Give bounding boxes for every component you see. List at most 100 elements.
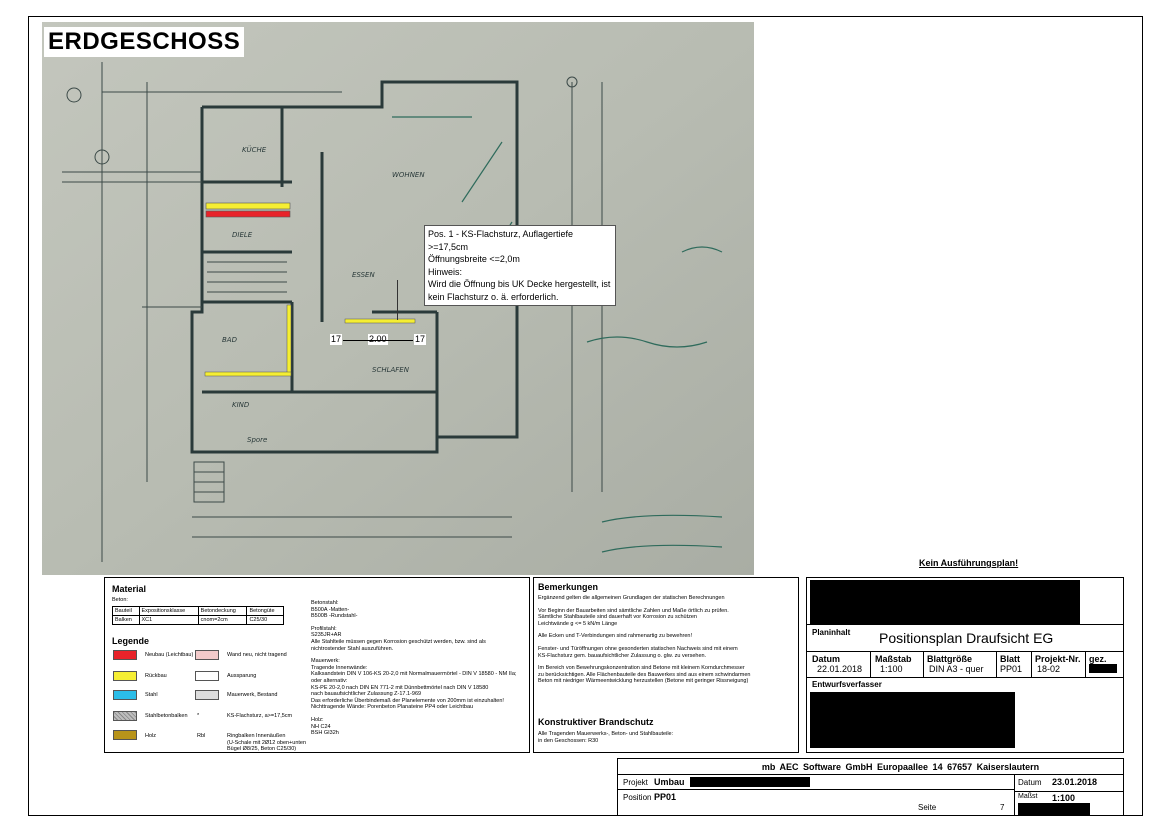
- dim-right: 17: [414, 334, 427, 345]
- svg-text:SCHLAFEN: SCHLAFEN: [372, 366, 410, 374]
- divider: [996, 651, 997, 677]
- rueckbau-bar-bath: [204, 371, 292, 377]
- brandschutz-line: Alle Tragenden Mauerwerks-, Beton- und S…: [538, 731, 674, 737]
- massstab-label: Maßstab: [875, 654, 912, 664]
- masst-label: Maßst: [1018, 793, 1038, 800]
- brandschutz-line: in den Geschossen: R30: [538, 737, 599, 744]
- legend-label: Stahlbetonbalken: [145, 713, 188, 719]
- legend-label: Aussparung: [227, 673, 257, 679]
- material-line: NH C24: [311, 723, 331, 730]
- divider: [807, 677, 1123, 678]
- material-line: Nichttragende Wände: Porenbeton Planatei…: [311, 704, 474, 711]
- material-line: B500A -Matten-: [311, 606, 350, 613]
- divider: [1014, 774, 1015, 816]
- lintel-callout: Pos. 1 - KS-Flachsturz, Auflagertiefe >=…: [424, 225, 616, 306]
- beton-label: Beton:: [112, 597, 128, 603]
- legend-label: Holz: [145, 733, 157, 739]
- material-legend-panel: Material Beton: Bauteil Expositionsklass…: [104, 577, 530, 753]
- callout-leader: [397, 280, 398, 320]
- material-line: nach bauaufsichtlicher Zulassung Z-17.1-…: [311, 691, 422, 698]
- planinhalt-label: Planinhalt: [812, 628, 851, 637]
- brandschutz-heading: Konstruktiver Brandschutz: [538, 717, 654, 727]
- footer-block: mb AEC Software GmbH Europaallee 14 6765…: [617, 758, 1124, 816]
- svg-text:Spore: Spore: [247, 436, 267, 444]
- callout-line: Pos. 1 - KS-Flachsturz, Auflagertiefe >=…: [428, 229, 574, 252]
- divider: [923, 651, 924, 677]
- bemerkung-line: Ergänzend gelten die allgemeinen Grundla…: [538, 595, 725, 601]
- blattgroesse-label: Blattgröße: [927, 654, 972, 664]
- redacted-footer: [1018, 803, 1090, 815]
- legend-label: Stahl: [145, 692, 158, 698]
- seite-value: 7: [1000, 803, 1005, 812]
- callout-line: Wird die Öffnung bis UK Decke hergestell…: [428, 279, 611, 289]
- floor-plan-sketch: KÜCHE DIELE ESSEN WOHNEN BAD KIND SCHLAF…: [42, 22, 754, 575]
- brandschutz-text: Alle Tragenden Mauerwerks-, Beton- und S…: [538, 731, 673, 744]
- table-cell: Balken: [112, 615, 140, 625]
- material-notes: Betonstahl: B500A -Matten- B500B -Rundst…: [311, 600, 526, 737]
- betonstahl-title: Betonstahl:: [311, 600, 339, 606]
- floor-plan-photo: KÜCHE DIELE ESSEN WOHNEN BAD KIND SCHLAF…: [42, 22, 754, 575]
- divider: [618, 774, 1123, 775]
- seite-label: Seite: [918, 803, 937, 812]
- material-line: S235JR+AR: [311, 632, 342, 639]
- projekt-value: Umbau: [654, 777, 685, 787]
- material-line: Tragende Innenwände:: [311, 664, 368, 671]
- svg-text:WOHNEN: WOHNEN: [392, 171, 425, 179]
- bemerkung-line: zu berücksichtigen. Alle Flächenbauteile…: [538, 671, 751, 678]
- callout-line: Öffnungsbreite <=2,0m: [428, 254, 520, 264]
- material-line: Kalksandstein DIN V 106-KS 20-2,0 mit No…: [311, 671, 517, 678]
- legend-label: Ringbalken Innenäußen: [227, 733, 286, 739]
- divider: [1014, 791, 1123, 792]
- legend-swatch-wand-neu: [195, 650, 219, 660]
- table-cell: XC1: [138, 615, 199, 625]
- gez-label: gez.: [1089, 654, 1107, 664]
- svg-text:DIELE: DIELE: [232, 231, 253, 239]
- bemerkung-line: Vor Beginn der Bauarbeiten sind sämtlich…: [538, 607, 729, 614]
- title-block: Planinhalt Positionsplan Draufsicht EG D…: [806, 577, 1124, 753]
- bemerkung-line: Sämtliche Stahlbauteile sind dauerhaft v…: [538, 614, 697, 621]
- bemerkung-line: Leichtwände g <= 5 kN/m Länge: [538, 620, 618, 627]
- divider: [807, 651, 1123, 652]
- rueckbau-bar: [205, 202, 291, 210]
- redacted-project: [690, 777, 810, 787]
- material-line: Das erforderliche Überbindemaß der Plane…: [311, 697, 504, 704]
- redacted-designer: [810, 692, 1015, 748]
- legend-swatch-rueckbau: [113, 671, 137, 681]
- blatt-value: PP01: [1000, 664, 1023, 674]
- bemerkung-line: Im Bereich von Bewehrungskonzentration s…: [538, 665, 745, 672]
- legend-heading: Legende: [112, 636, 150, 646]
- divider: [807, 624, 1123, 625]
- legend-label: Rückbau: [145, 673, 167, 679]
- table-row: Bauteil Expositionsklasse Betondeckung B…: [112, 606, 284, 616]
- profilstahl-title: Profilstahl:: [311, 625, 337, 632]
- bemerkung-line: Alle Ecken und T-Verbindungen sind rahme…: [538, 633, 692, 640]
- material-heading: Material: [112, 584, 147, 594]
- divider: [618, 789, 1014, 790]
- datum-label: Datum: [812, 654, 841, 664]
- dim-left: 17: [330, 334, 343, 345]
- mauerwerk-title: Mauerwerk:: [311, 658, 340, 665]
- holz-title: Holz:: [311, 716, 324, 723]
- divider: [870, 651, 871, 677]
- table-cell: C25/30: [246, 615, 284, 625]
- redacted-signature: [1089, 664, 1117, 673]
- lintel-bar: [344, 318, 416, 324]
- legend-label: Mauerwerk, Bestand: [227, 692, 278, 698]
- legend-swatch-stahl: [113, 690, 137, 700]
- blattgroesse-value: DIN A3 - quer: [929, 664, 984, 674]
- projektnr-label: Projekt-Nr.: [1035, 654, 1081, 664]
- callout-line: Hinweis:: [428, 266, 463, 277]
- material-line: B500B -Rundstahl-: [311, 613, 358, 620]
- notice-not-for-construction: Kein Ausführungsplan!: [919, 558, 1019, 568]
- table-header-cell: Bauteil: [112, 606, 140, 616]
- position-label: Position: [623, 793, 652, 802]
- bemerkung-line: Beton mit niedriger Wärmeentwicklung her…: [538, 678, 749, 685]
- masst-value: 1:100: [1052, 793, 1076, 803]
- bemerkungen-panel: Bemerkungen Ergänzend gelten die allgeme…: [533, 577, 799, 753]
- bemerkung-line: Fenster- und Türöffnungen ohne gesondert…: [538, 645, 738, 652]
- redacted-logo: [810, 580, 1080, 624]
- table-header-cell: Expositionsklasse: [138, 606, 199, 616]
- legend-label: KS-Flachsturz, a>=17,5cm: [227, 713, 293, 719]
- material-line: KS-PE 20-2,0 nach DIN EN 771-2 mit Dünnb…: [311, 684, 489, 691]
- neubau-bar: [205, 210, 291, 218]
